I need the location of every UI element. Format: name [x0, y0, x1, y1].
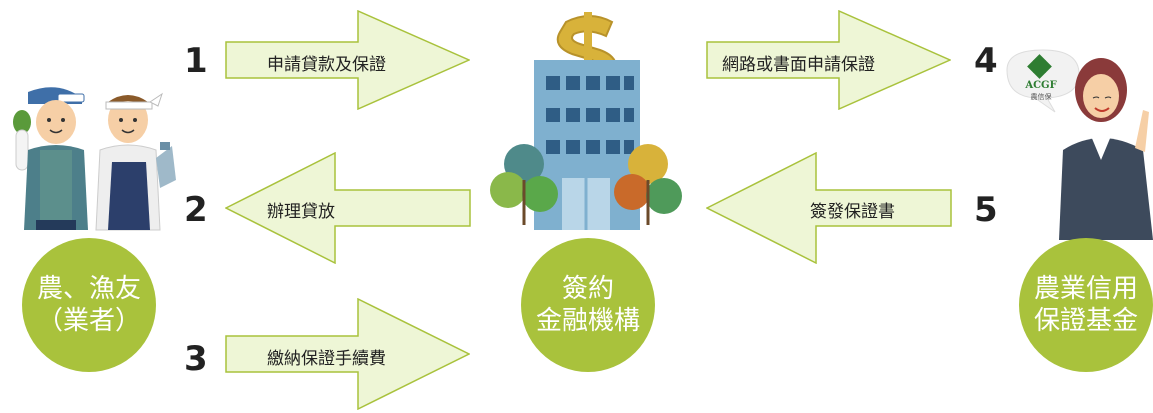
farmers-label-line2: （業者）: [36, 306, 141, 336]
farmers-label-line1: 農、漁友: [36, 273, 141, 304]
fund-label-line1: 農業信用: [1033, 273, 1138, 304]
bank-label-line2: 金融機構: [535, 306, 640, 336]
step-3-number: 3: [184, 339, 208, 379]
woman-figure: [1059, 58, 1153, 240]
step-3-label: 繳納保證手續費: [267, 349, 386, 369]
fund-circle: 農業信用 保證基金: [1019, 238, 1153, 372]
step-1-number: 1: [184, 41, 208, 81]
step-1-label: 申請貸款及保證: [267, 55, 386, 75]
fisher-figure: [95, 92, 176, 231]
tree-icon: [614, 144, 682, 225]
acgf-logo-subtext: 農信保: [1030, 93, 1052, 101]
arrow-step-4: 網路或書面申請保證: [706, 10, 951, 110]
step-5-number: 5: [974, 190, 998, 230]
bank-building-illustration: [488, 10, 688, 235]
acgf-logo-text: ACGF: [1025, 80, 1057, 91]
step-4-label: 網路或書面申請保證: [722, 55, 875, 75]
tree-icon: [490, 144, 558, 225]
arrow-step-1: 申請貸款及保證: [225, 10, 470, 110]
farmers-circle: 農、漁友 （業者）: [22, 238, 156, 372]
step-2-number: 2: [184, 190, 208, 230]
step-2-label: 辦理貸放: [267, 202, 335, 222]
step-4-number: 4: [974, 41, 998, 81]
bank-circle: 簽約 金融機構: [521, 238, 655, 372]
arrow-step-2: 辦理貸放: [225, 152, 471, 264]
step-5-label: 簽發保證書: [810, 202, 895, 222]
fund-representative-illustration: ACGF 農信保: [1003, 40, 1153, 240]
arrow-step-5: 簽發保證書: [706, 152, 952, 264]
farmer-figure: [13, 87, 88, 230]
farmers-illustration: [0, 80, 190, 240]
arrow-step-3: 繳納保證手續費: [225, 298, 470, 410]
bank-label-line1: 簽約: [561, 273, 614, 304]
fund-label-line2: 保證基金: [1033, 306, 1138, 336]
